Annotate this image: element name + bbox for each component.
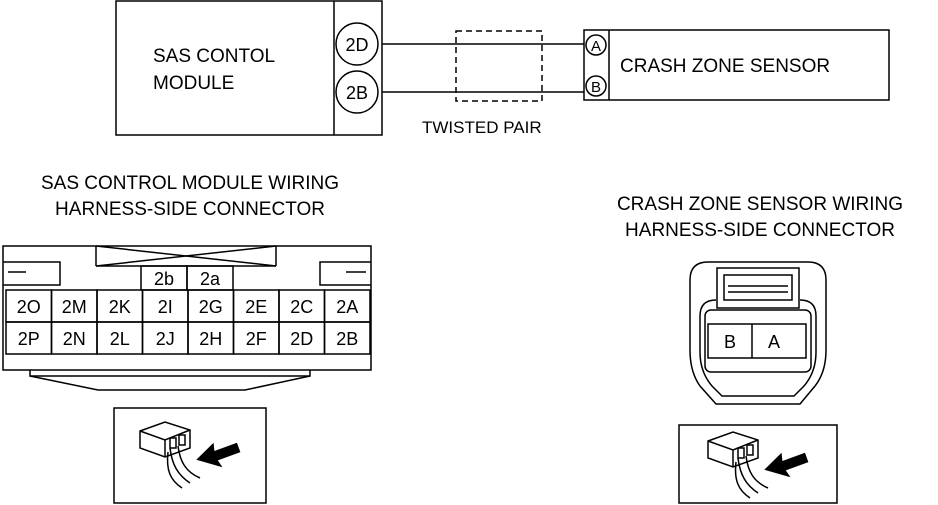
sas-pin-2b: 2B bbox=[336, 329, 358, 349]
sensor-pin-b: B bbox=[591, 79, 601, 96]
sas-pin-2j: 2J bbox=[156, 329, 175, 349]
sas-pin-2o: 2O bbox=[17, 297, 41, 317]
sas-connector: 2O 2M 2K 2I 2G 2E 2C 2A 2P 2N 2L 2J 2H 2F 2D 2B 2b 2a bbox=[2, 245, 372, 391]
sas-pin-2n: 2N bbox=[63, 329, 86, 349]
sas-pin-2m: 2M bbox=[62, 297, 87, 317]
crash-pin-b: B bbox=[724, 332, 736, 352]
wires: TWISTED PAIR bbox=[382, 30, 584, 137]
sas-pin-2p: 2P bbox=[18, 329, 40, 349]
module-label-line2: MODULE bbox=[153, 73, 234, 94]
sas-connector-title-line2: HARNESS-SIDE CONNECTOR bbox=[55, 199, 325, 220]
crash-zone-sensor-box: A B CRASH ZONE SENSOR bbox=[583, 29, 890, 101]
sas-pin-2f: 2F bbox=[246, 329, 267, 349]
sas-module-box: SAS CONTOL MODULE 2D 2B bbox=[115, 0, 383, 136]
sas-pin-2g: 2G bbox=[199, 297, 223, 317]
sas-pin-2l: 2L bbox=[110, 329, 130, 349]
module-pin-2d: 2D bbox=[345, 35, 368, 55]
crash-zone-connector: B A bbox=[689, 261, 827, 405]
sas-pin-2b-top: 2b bbox=[154, 269, 174, 289]
sas-connector-title-line1: SAS CONTROL MODULE WIRING bbox=[41, 173, 339, 194]
sas-pin-2h: 2H bbox=[199, 329, 222, 349]
sas-pin-2e: 2E bbox=[245, 297, 267, 317]
sensor-label: CRASH ZONE SENSOR bbox=[620, 56, 830, 77]
sas-pin-2d: 2D bbox=[290, 329, 313, 349]
sas-pin-2c: 2C bbox=[290, 297, 313, 317]
sas-pin-2a-top: 2a bbox=[200, 269, 221, 289]
crash-connector-title-line1: CRASH ZONE SENSOR WIRING bbox=[617, 194, 903, 215]
sas-pin-2a: 2A bbox=[336, 297, 358, 317]
harness-side-view-icon bbox=[113, 407, 267, 504]
sensor-pin-a: A bbox=[591, 38, 601, 55]
twisted-pair-label: TWISTED PAIR bbox=[422, 118, 542, 137]
sas-pin-cell bbox=[323, 321, 371, 355]
sas-pin-2i: 2I bbox=[158, 297, 173, 317]
twisted-pair-shield bbox=[455, 30, 543, 102]
module-pin-2b: 2B bbox=[346, 83, 368, 103]
crash-pin-a: A bbox=[768, 332, 780, 352]
sas-pin-2k: 2K bbox=[109, 297, 131, 317]
harness-side-view-icon bbox=[678, 424, 838, 504]
module-label-line1: SAS CONTOL bbox=[153, 46, 275, 67]
crash-connector-title-line2: HARNESS-SIDE CONNECTOR bbox=[625, 220, 895, 241]
